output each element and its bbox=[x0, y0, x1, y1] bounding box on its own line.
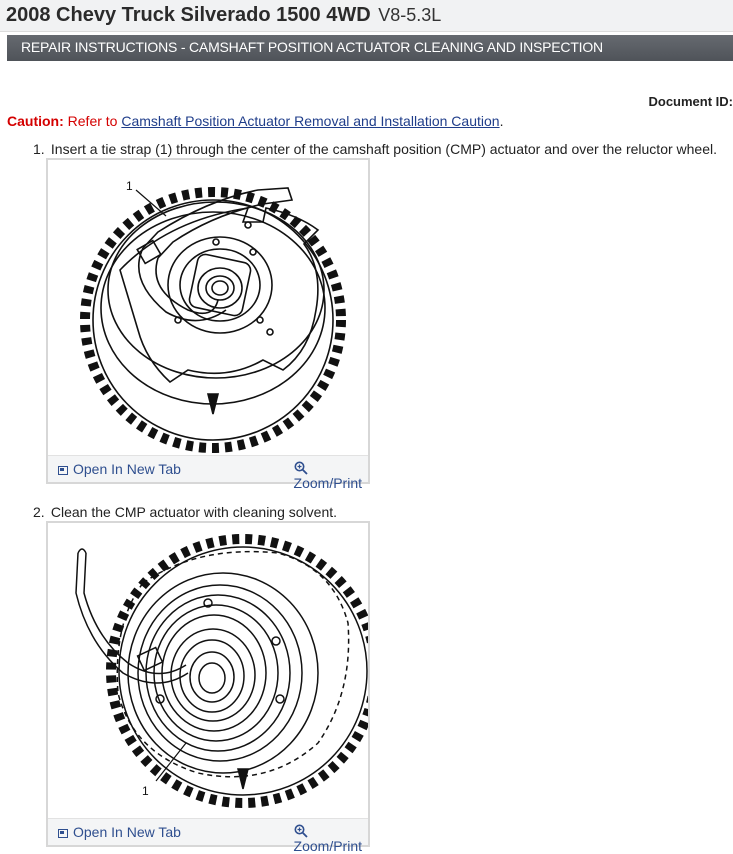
step-text: Clean the CMP actuator with cleaning sol… bbox=[51, 504, 337, 520]
vehicle-title: 2008 Chevy Truck Silverado 1500 4WD V8-5… bbox=[6, 4, 441, 27]
zoom-label: Zoom/Print bbox=[294, 475, 362, 491]
figure-1-illustration: 1 bbox=[48, 160, 368, 456]
caution-link[interactable]: Camshaft Position Actuator Removal and I… bbox=[121, 113, 499, 129]
zoom-icon bbox=[294, 824, 308, 838]
section-title: REPAIR INSTRUCTIONS - CAMSHAFT POSITION … bbox=[21, 39, 603, 55]
zoom-icon bbox=[294, 461, 308, 475]
step-1: 1. Insert a tie strap (1) through the ce… bbox=[33, 141, 717, 157]
step-2: 2. Clean the CMP actuator with cleaning … bbox=[33, 504, 337, 520]
caution-suffix: . bbox=[500, 113, 504, 129]
figure-1: 1 Open In New Tab Zoom/Print bbox=[46, 158, 370, 484]
caution-label: Caution: bbox=[7, 113, 64, 129]
zoom-print-button[interactable]: Zoom/Print bbox=[294, 461, 362, 491]
vehicle-header: 2008 Chevy Truck Silverado 1500 4WD V8-5… bbox=[0, 0, 733, 32]
figure-2-toolbar: Open In New Tab Zoom/Print bbox=[48, 818, 368, 845]
zoom-label: Zoom/Print bbox=[294, 838, 362, 854]
figure-2: 1 Open In New Tab Zoom/Print bbox=[46, 521, 370, 847]
open-in-new-tab-button[interactable]: Open In New Tab bbox=[58, 824, 181, 840]
figure-2-illustration: 1 bbox=[48, 523, 368, 819]
step-number: 2. bbox=[33, 504, 47, 520]
open-label: Open In New Tab bbox=[73, 824, 181, 840]
open-label: Open In New Tab bbox=[73, 461, 181, 477]
zoom-print-button[interactable]: Zoom/Print bbox=[294, 824, 362, 854]
new-tab-icon bbox=[58, 466, 68, 475]
caution-prefix: Refer to bbox=[64, 113, 122, 129]
document-id-label: Document ID: bbox=[649, 94, 733, 109]
caution-line: Caution: Refer to Camshaft Position Actu… bbox=[7, 113, 503, 129]
figure-1-toolbar: Open In New Tab Zoom/Print bbox=[48, 455, 368, 482]
vehicle-name: 2008 Chevy Truck Silverado 1500 4WD bbox=[6, 4, 371, 26]
step-text: Insert a tie strap (1) through the cente… bbox=[51, 141, 717, 157]
figure-callout: 1 bbox=[126, 179, 133, 193]
figure-callout: 1 bbox=[142, 784, 149, 798]
open-in-new-tab-button[interactable]: Open In New Tab bbox=[58, 461, 181, 477]
engine-label: V8-5.3L bbox=[378, 5, 441, 25]
step-number: 1. bbox=[33, 141, 47, 157]
new-tab-icon bbox=[58, 829, 68, 838]
section-header: REPAIR INSTRUCTIONS - CAMSHAFT POSITION … bbox=[7, 35, 733, 61]
